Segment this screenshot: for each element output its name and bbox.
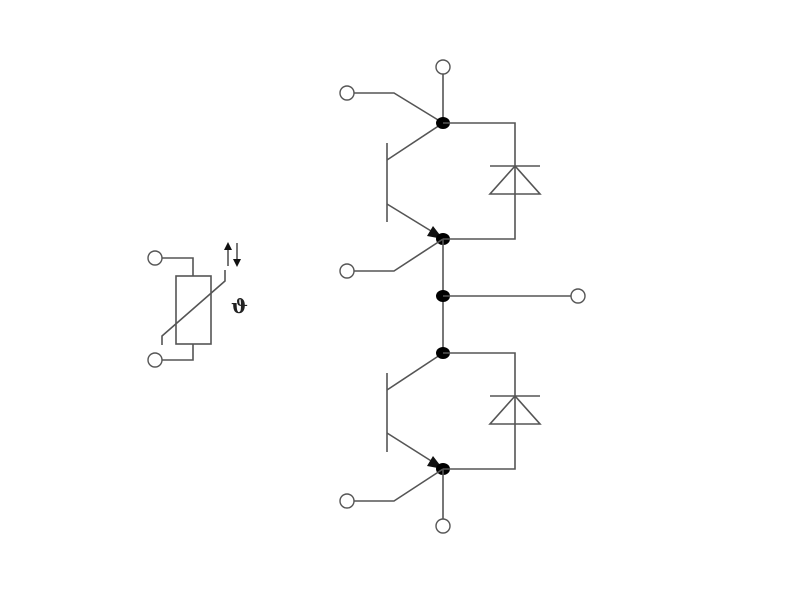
upper-igbt [339, 59, 451, 279]
thermistor-lead-top [162, 257, 194, 276]
lower-emitter-terminal [435, 518, 451, 534]
thermistor: ϑ [147, 242, 248, 368]
upper-diode [443, 122, 542, 240]
upper-aux-terminal [339, 85, 355, 101]
midpoint-node [436, 239, 586, 353]
theta-symbol: ϑ [231, 294, 248, 318]
lower-diode-triangle [488, 394, 542, 425]
upper-gate-lead [354, 238, 444, 272]
upper-diode-loop [443, 122, 516, 240]
lower-gate-terminal [339, 493, 355, 509]
lower-diode-loop [443, 352, 516, 470]
upper-aux-lead [354, 92, 444, 124]
lower-diode [443, 352, 542, 470]
thermistor-body [175, 275, 212, 345]
lower-collector-line [386, 352, 444, 391]
upper-collector-line [386, 122, 444, 161]
thermistor-terminal-top [147, 250, 163, 266]
output-terminal [570, 288, 586, 304]
lower-gate-lead [354, 468, 444, 502]
up-down-arrows-icon [224, 242, 241, 267]
lower-emitter-line [386, 432, 437, 465]
thermistor-lead-bottom [162, 344, 194, 361]
upper-diode-triangle [488, 164, 542, 195]
upper-gate-terminal [339, 263, 355, 279]
thermistor-terminal-bottom [147, 352, 163, 368]
thermistor-slash [161, 270, 226, 345]
lower-igbt [339, 347, 451, 534]
upper-collector-terminal [435, 59, 451, 75]
upper-emitter-line [386, 203, 437, 235]
